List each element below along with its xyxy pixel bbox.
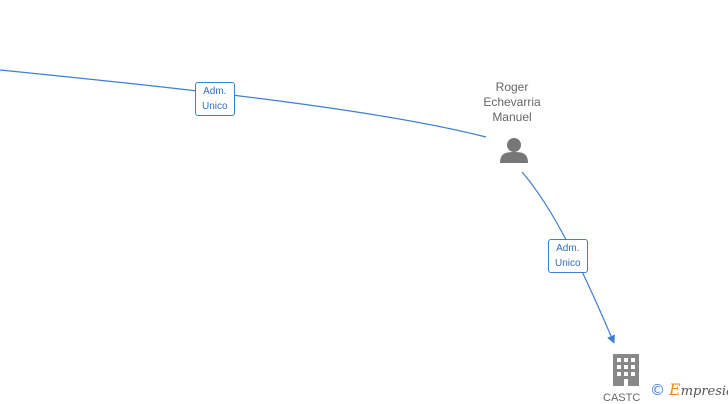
edge-line-incoming <box>0 69 487 138</box>
edge-label-line: Adm. <box>203 86 227 97</box>
person-name-line: Roger <box>495 80 529 94</box>
edge-label-line: Adm. <box>556 243 580 254</box>
edge-label-line: Unico <box>202 101 228 112</box>
building-icon[interactable] <box>613 354 639 386</box>
person-name-line: Echevarria <box>483 95 541 109</box>
person-name-line: Manuel <box>492 110 532 124</box>
company-name[interactable]: CASTC <box>603 392 641 404</box>
person-icon[interactable] <box>500 138 528 163</box>
edge-label-adm-unico-1[interactable]: Adm. Unico <box>195 82 235 116</box>
edge-label-adm-unico-2[interactable]: Adm. Unico <box>548 239 588 273</box>
brand-logo: Empresia <box>669 380 728 399</box>
edge-label-line: Unico <box>555 258 581 269</box>
person-name[interactable]: Roger Echevarria Manuel <box>452 80 572 125</box>
empresia-watermark: © Empresia <box>650 380 728 399</box>
copyright-symbol: © <box>650 380 665 399</box>
